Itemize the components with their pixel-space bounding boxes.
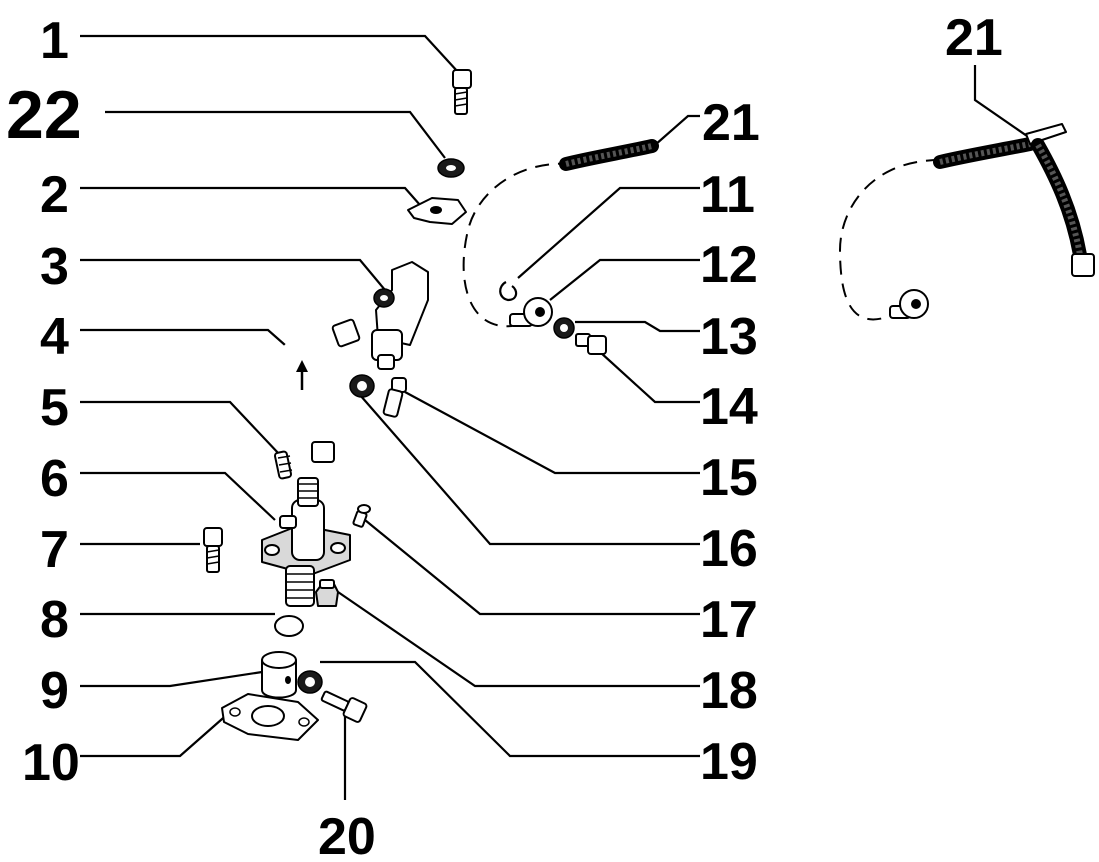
leader-2 [80,186,421,206]
callout-9: 9 [40,662,69,720]
leader-15 [404,391,700,475]
callout-5: 5 [40,379,69,437]
leader-21-right [973,65,1041,146]
callout-21-left: 21 [702,94,760,152]
leader-5 [80,400,281,456]
washer-part-13 [553,317,575,339]
leader-9 [80,670,263,688]
callout-7: 7 [40,521,69,579]
callout-14: 14 [700,378,758,436]
callout-22: 22 [6,77,82,153]
callout-12: 12 [700,236,758,294]
leader-4 [80,328,286,346]
screw-part-7 [203,527,223,573]
leader-lines [80,34,1041,800]
leader-21-left [654,114,700,146]
callout-3: 3 [40,238,69,296]
leader-1 [80,34,459,73]
callout-16: 16 [700,520,758,578]
pin-part-17 [352,504,371,528]
return-hose-part-21-left [559,139,659,171]
callout-8: 8 [40,591,69,649]
injector-part-3 [371,261,429,370]
banjo-part-12 [509,297,553,327]
leader-10 [80,711,231,758]
callout-19: 19 [700,733,758,791]
bolt-part-14 [575,333,607,355]
fitting-part-15 [382,377,407,418]
washer-part-22 [437,158,465,178]
bolt-part-20 [320,690,368,723]
return-hose-assembly-right [889,123,1095,319]
callout-4: 4 [40,308,69,366]
assembly-path-right [838,159,941,321]
oring-part-8 [274,615,304,637]
callout-11: 11 [700,166,755,224]
leader-22 [105,110,446,159]
leader-18 [337,591,700,688]
callout-1: 1 [40,12,69,70]
washer-part-16 [349,374,375,398]
callout-17: 17 [700,591,758,649]
sleeve-part-9 [261,651,297,699]
callout-10: 10 [22,734,80,792]
leader-6 [80,471,276,521]
callout-2: 2 [40,166,69,224]
leader-12 [549,258,700,301]
callout-20: 20 [318,808,376,862]
callout-13: 13 [700,308,758,366]
callout-6: 6 [40,450,69,508]
stud-part-5 [273,450,293,480]
fuel-pipe-part-4 [278,318,361,463]
screw-part-1 [452,69,472,115]
callout-21-right: 21 [945,9,1003,67]
gasket-part-10 [221,693,319,741]
callout-labels: 1 22 2 3 4 5 6 7 8 9 10 20 21 11 12 13 1… [6,9,1003,862]
leader-13 [575,320,700,333]
leader-17 [364,519,700,616]
leader-14 [599,351,700,404]
clamp-part-2 [407,197,467,225]
callout-15: 15 [700,449,758,507]
leader-16 [359,394,700,546]
injection-pump-part-6 [261,477,351,607]
callout-18: 18 [700,662,758,720]
leader-19 [320,660,700,758]
leader-11 [517,186,700,279]
plug-part-18 [315,579,339,607]
leader-3 [80,258,386,291]
washer-part-19 [297,670,323,694]
clip-part-11 [499,281,518,302]
